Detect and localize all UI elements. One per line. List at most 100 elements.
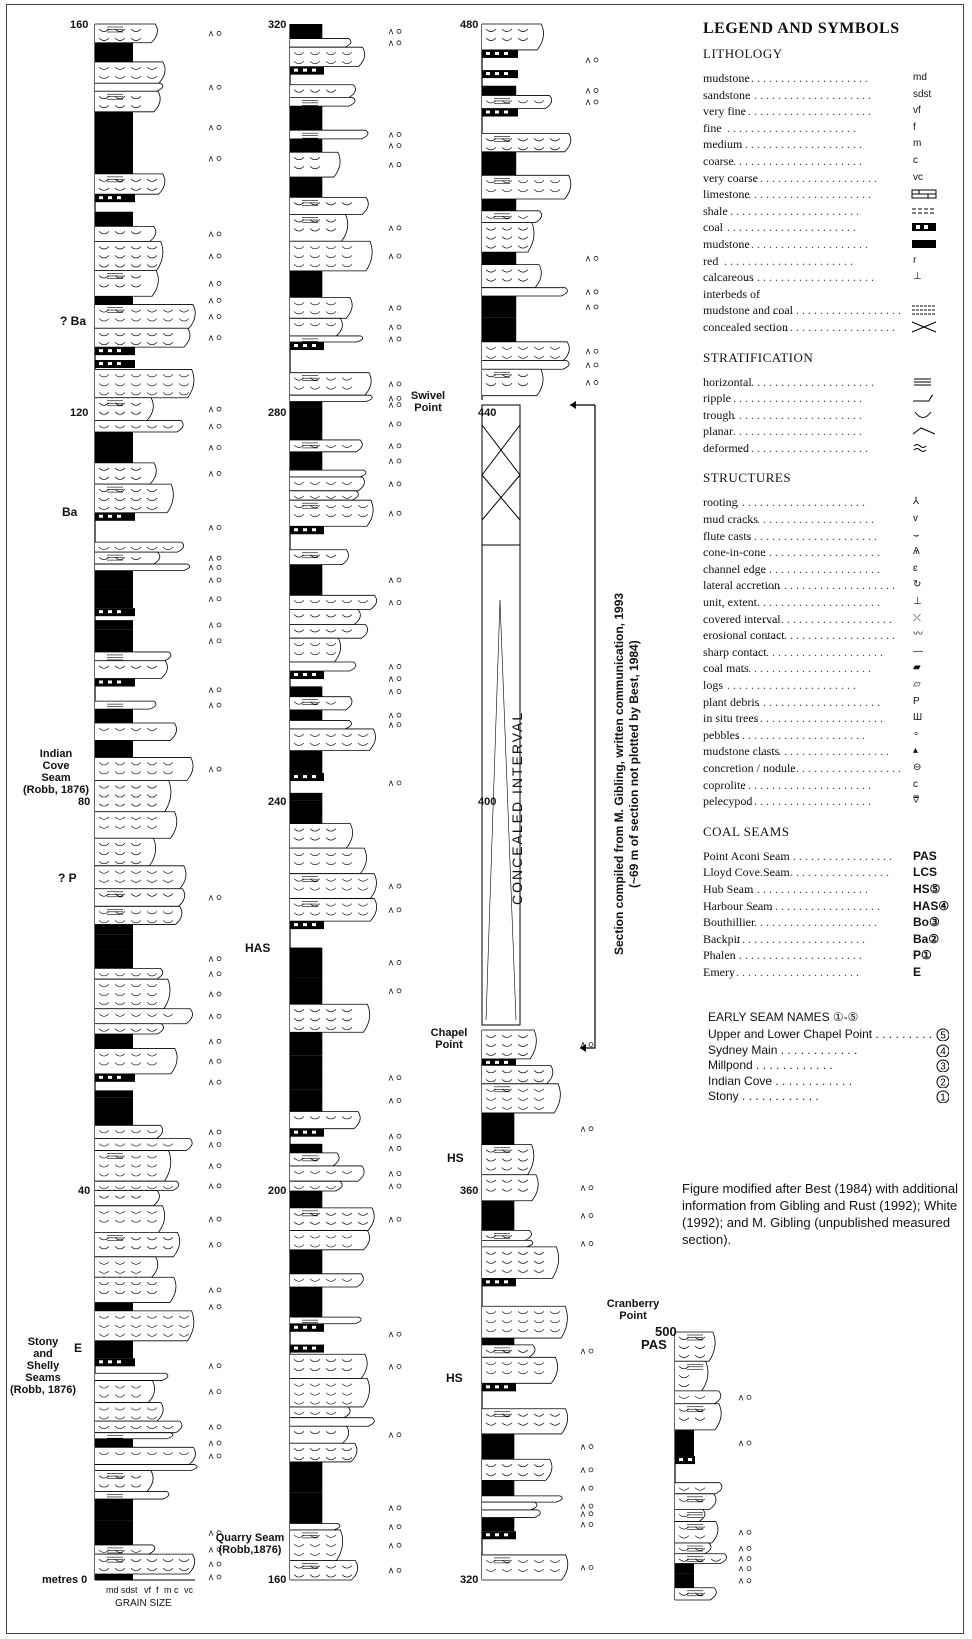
stratification-name: horizontal xyxy=(703,374,752,389)
col1-sandstone-bed xyxy=(95,541,185,553)
col1-trough-mark xyxy=(146,870,158,874)
col2-trough-mark xyxy=(325,323,337,327)
col1-nodule-mark xyxy=(216,314,222,319)
lithology-row: . . . . . . . . . . . . . . . . . . . . … xyxy=(703,120,965,137)
col2-trough-mark xyxy=(325,1392,337,1396)
col2-rooting-mark xyxy=(388,161,394,168)
col2-trough-mark xyxy=(325,651,337,655)
col1-trough-mark xyxy=(98,476,110,480)
col3-upper-trough-mark xyxy=(533,355,545,359)
col2-trough-mark xyxy=(309,1235,321,1239)
swivel-line1: Swivel xyxy=(410,390,446,402)
early-seam-heading: EARLY SEAM NAMES ①-⑤ xyxy=(708,1010,859,1024)
col1-trough-mark xyxy=(98,255,110,259)
structure-name: sharp contact xyxy=(703,644,767,659)
col3-lower-trough-mark xyxy=(517,1043,529,1047)
col1-trough-mark xyxy=(98,497,110,501)
col2-nodule-mark xyxy=(396,1505,402,1511)
col1-trough-mark xyxy=(162,1333,174,1337)
concealed-icon xyxy=(911,321,937,333)
col2-rooting-mark xyxy=(388,510,394,517)
col2-trough-mark xyxy=(341,1018,353,1022)
col3-upper-mudstone-bed xyxy=(482,151,517,176)
col2-trough-mark xyxy=(325,1368,337,1372)
col2-mudstone-bed xyxy=(290,800,323,824)
structure-name: flute casts xyxy=(703,528,752,543)
indian-cove-line2: Cove xyxy=(42,760,70,772)
structure-code: Ѧ xyxy=(913,546,920,558)
col3-lower-trough-mark xyxy=(485,1079,497,1083)
col3-upper-coal-bed xyxy=(482,108,518,117)
col2-rooting-mark xyxy=(388,1567,394,1574)
col2-nodule-mark xyxy=(396,143,402,148)
col3-lower-trough-mark xyxy=(517,1349,529,1353)
col2-rooting-mark xyxy=(388,421,394,428)
col2-trough-mark xyxy=(357,733,369,737)
col1-sandstone-bed xyxy=(95,173,166,195)
col1-trough-mark xyxy=(130,556,142,560)
col1-trough-mark xyxy=(146,342,158,346)
col1-trough-mark xyxy=(98,816,110,820)
col1-mudstone-bed xyxy=(95,949,133,969)
col1-trough-mark xyxy=(114,1261,126,1265)
col1-tick-80: 80 xyxy=(78,796,91,808)
svg-text:5: 5 xyxy=(940,1031,946,1042)
col3-lower-mudstone-bed xyxy=(482,1200,515,1231)
col2-trough-mark xyxy=(325,837,337,841)
col1-sandstone-bed xyxy=(95,270,159,297)
col1-trough-mark xyxy=(98,1013,110,1017)
col2-trough-mark xyxy=(325,504,337,508)
col1-trough-mark xyxy=(146,879,158,883)
col1-sandstone-bed xyxy=(95,420,184,433)
col1-sandstone-bed xyxy=(95,61,166,84)
col3-lower-trough-mark xyxy=(517,1464,529,1468)
col3-upper-trough-mark xyxy=(501,37,513,41)
grain-tick-c: c xyxy=(174,1585,179,1595)
col1-trough-mark xyxy=(98,411,110,415)
structure-name: rooting xyxy=(703,495,738,510)
col2-nodule-mark xyxy=(396,225,402,231)
col1-mudstone-bed xyxy=(95,570,133,590)
col2-trough-mark xyxy=(293,89,305,93)
col2-trough-mark xyxy=(341,1212,353,1216)
stratification-row: . . . . . . . . . . . . . . . . . . . . … xyxy=(703,440,965,457)
col2-trough-mark xyxy=(341,264,353,268)
col3-lower-trough-mark xyxy=(517,1097,529,1101)
col1-trough-mark xyxy=(98,843,110,847)
col1-trough-mark xyxy=(98,794,110,798)
col3-upper-trough-mark xyxy=(533,189,545,193)
col1-trough-mark xyxy=(130,1155,142,1159)
col1-nodule-mark xyxy=(216,1547,222,1552)
col1-sandstone-bed xyxy=(95,1464,198,1472)
col3-lower-trough-mark xyxy=(533,1311,545,1315)
concealed-interval-label: CONCEALED INTERVAL xyxy=(509,710,525,905)
trough-icon xyxy=(914,411,932,418)
lithology-name: calcareous xyxy=(703,270,754,285)
structure-row: . . . . . . . . . . . . . . . . . . . . … xyxy=(703,660,965,677)
col1-rooting-mark xyxy=(208,1129,214,1136)
lithology-row: . . . . . . . . . . . . . . . . . . . . … xyxy=(703,302,965,319)
col1-trough-mark xyxy=(98,762,110,766)
col3-upper-trough-mark xyxy=(501,269,513,273)
col1-sandstone-bed xyxy=(95,1008,193,1025)
col1-tick-40: 40 xyxy=(78,1185,91,1197)
structure-code: ⤫ xyxy=(913,612,921,624)
coal-seams-list: . . . . . . . . . . . . . . . . . . . . … xyxy=(703,848,965,981)
col2-tick-320: 320 xyxy=(268,19,287,31)
structure-code: ⌣ xyxy=(913,529,920,541)
col2-trough-mark xyxy=(309,1027,321,1031)
col1-trough-mark xyxy=(114,411,126,415)
structure-row: . . . . . . . . . . . . . . . . . . . . … xyxy=(703,577,965,594)
col1-nodule-mark xyxy=(216,1574,222,1580)
col4-rooting-mark xyxy=(738,1577,744,1584)
col2-trough-mark xyxy=(325,903,337,907)
col1-trough-mark xyxy=(98,973,110,977)
col2-trough-mark xyxy=(325,1018,337,1022)
col3-lower-trough-mark xyxy=(549,1568,561,1572)
col2-sandstone-bed xyxy=(290,394,373,402)
col3-lower-trough-mark xyxy=(501,1362,513,1366)
col1-trough-mark xyxy=(98,665,110,669)
col2-mudstone-bed xyxy=(290,24,323,39)
col1-rooting-mark xyxy=(208,1362,214,1369)
col4-nodule-mark xyxy=(746,1578,752,1584)
